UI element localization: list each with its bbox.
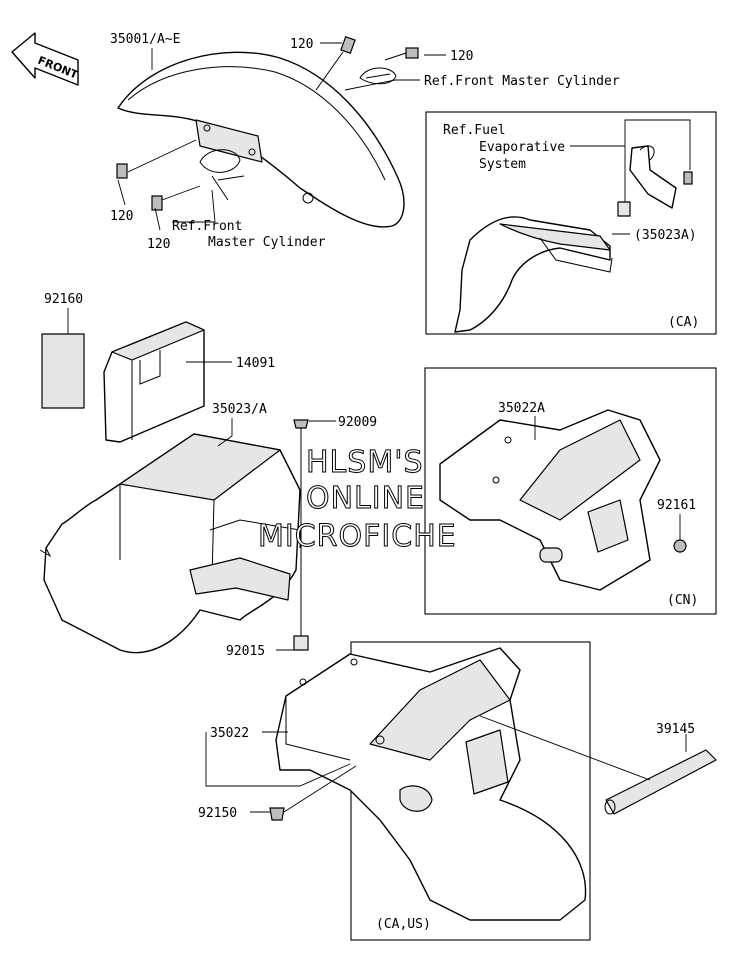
label-92160 bbox=[41, 333, 85, 409]
label-39145: 39145 bbox=[656, 722, 695, 737]
ca-variant-box bbox=[425, 111, 717, 335]
label-ca-box: (CA) bbox=[668, 315, 699, 330]
cover-14091 bbox=[103, 321, 205, 443]
hose-clamp-fender bbox=[199, 149, 245, 201]
label-ref-fuel-l1: Ref.Fuel bbox=[443, 123, 506, 138]
front-arrow-icon: FRONT bbox=[11, 32, 80, 86]
watermark-line2: ONLINE bbox=[306, 481, 425, 516]
label-92161: 92161 bbox=[657, 498, 696, 513]
hose-clamp-top bbox=[359, 67, 397, 85]
bolt-92150 bbox=[269, 807, 285, 821]
label-120-top: 120 bbox=[290, 37, 313, 52]
bolt-120-top bbox=[315, 35, 356, 91]
label-35022A: 35022A bbox=[498, 401, 545, 416]
front-fender bbox=[117, 51, 405, 228]
label-ref-fuel-l2: Evaporative bbox=[479, 140, 565, 155]
watermark: HLSM'S ONLINE MICROFICHE bbox=[258, 445, 457, 555]
screw-92009 bbox=[293, 419, 309, 640]
grommet-92015 bbox=[293, 635, 309, 651]
label-35022: 35022 bbox=[210, 726, 249, 741]
rear-fender-35023 bbox=[39, 433, 301, 654]
label-92015: 92015 bbox=[226, 644, 265, 659]
label-14091: 14091 bbox=[236, 356, 275, 371]
label-ref-master-l1: Ref.Front bbox=[172, 219, 242, 234]
label-120-lower: 120 bbox=[147, 237, 170, 252]
label-35023A-paren: (35023A) bbox=[634, 228, 697, 243]
bolt-120-lower bbox=[151, 195, 163, 211]
ca-tail-guard bbox=[454, 216, 613, 333]
rear-tail-guard-35022 bbox=[275, 647, 587, 921]
label-92009: 92009 bbox=[338, 415, 377, 430]
bolt-120-right bbox=[384, 47, 419, 61]
evap-bracket bbox=[617, 145, 693, 217]
label-ref-master-l2: Master Cylinder bbox=[208, 235, 326, 250]
watermark-line1: HLSM'S bbox=[306, 445, 424, 480]
strip-39145 bbox=[604, 749, 717, 815]
label-35001: 35001/A~E bbox=[110, 32, 180, 47]
label-92160: 92160 bbox=[44, 292, 83, 307]
cn-variant-box bbox=[424, 367, 717, 615]
label-ref-master-top: Ref.Front Master Cylinder bbox=[424, 74, 620, 89]
bolt-120-left bbox=[116, 163, 128, 179]
label-92150: 92150 bbox=[198, 806, 237, 821]
label-35023: 35023/A bbox=[212, 402, 267, 417]
label-120-left: 120 bbox=[110, 209, 133, 224]
label-120-right: 120 bbox=[450, 49, 473, 64]
label-ref-fuel-l3: System bbox=[479, 157, 526, 172]
cn-tail-guard bbox=[439, 409, 687, 591]
label-cn-box: (CN) bbox=[667, 593, 698, 608]
label-caus-box: (CA,US) bbox=[376, 917, 431, 932]
watermark-line3: MICROFICHE bbox=[258, 519, 457, 554]
